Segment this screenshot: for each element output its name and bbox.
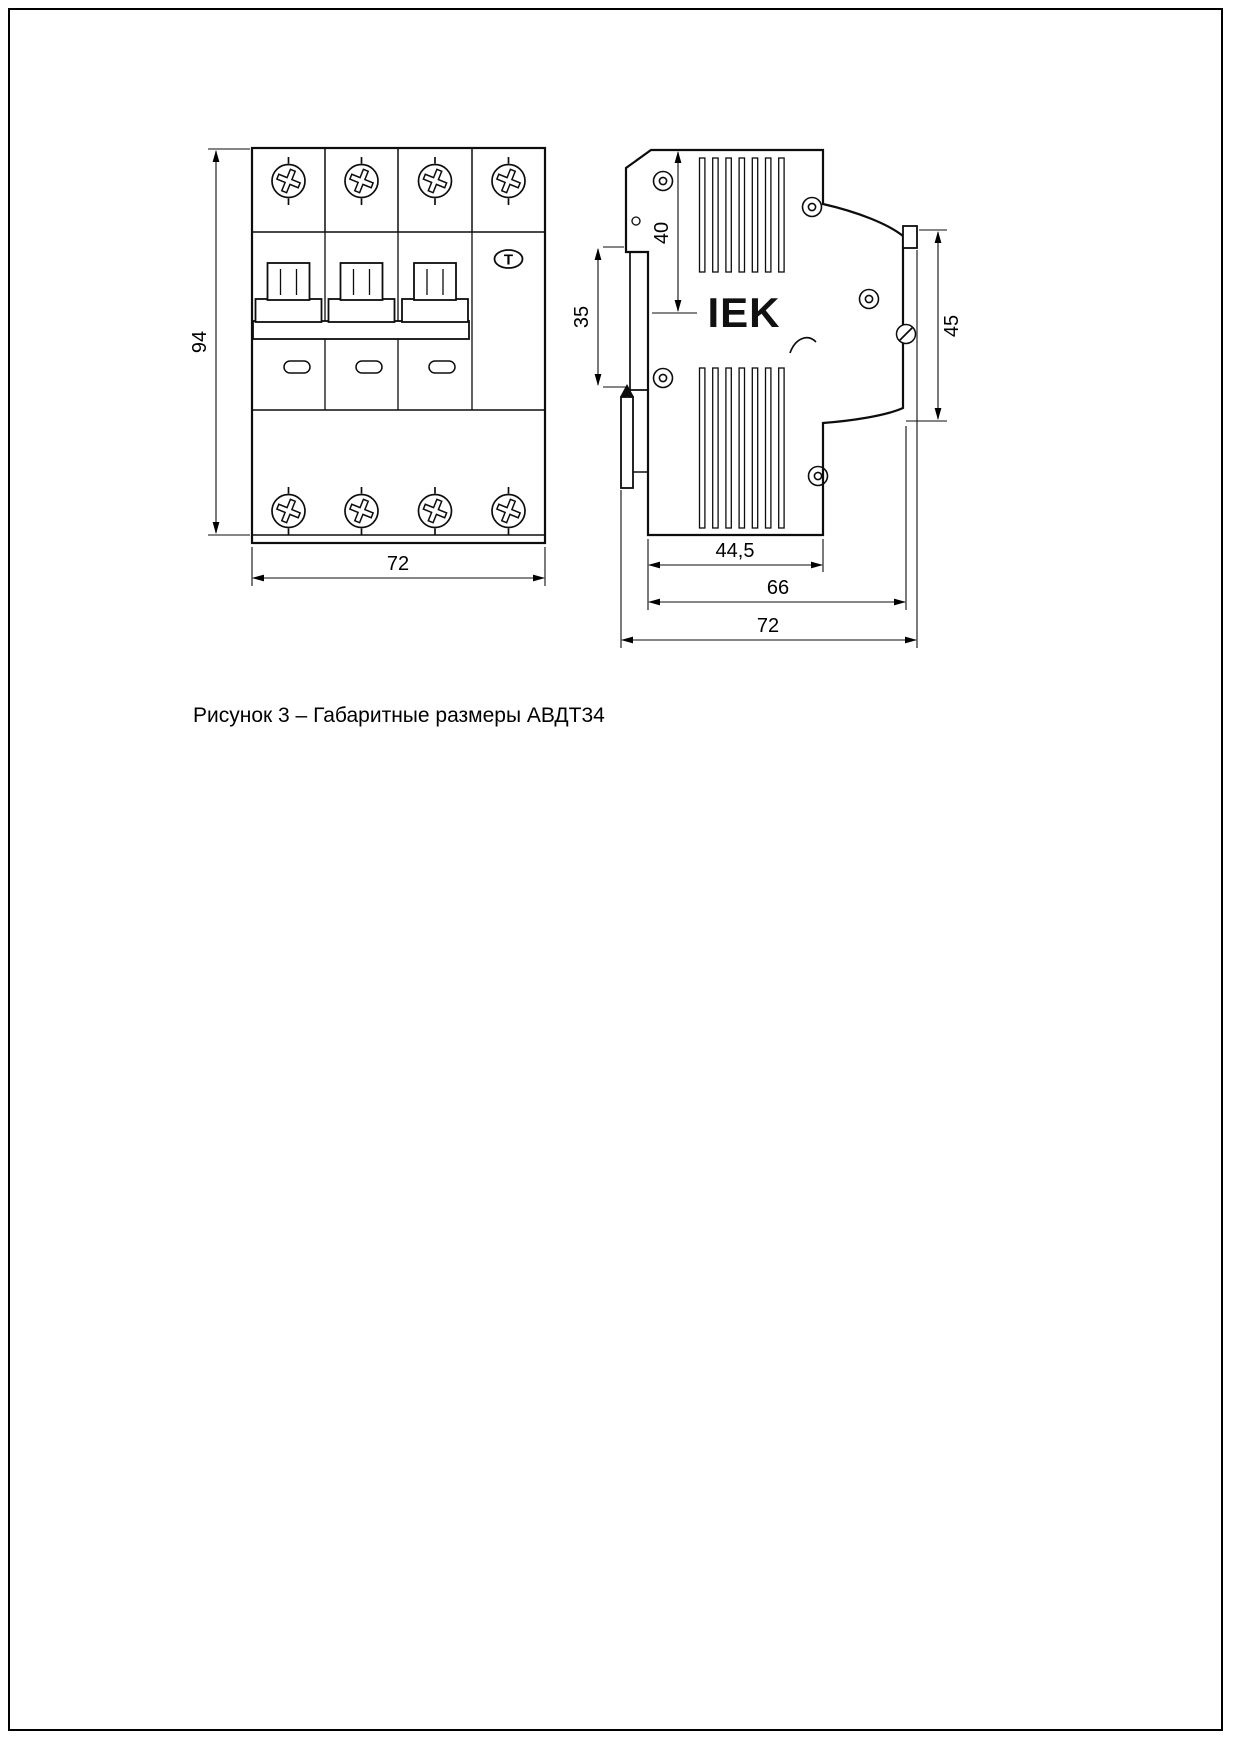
toggle-handles: [254, 262, 469, 323]
dim-front-height: 94: [189, 148, 250, 536]
dimensions: 94 72 40 35 45 44: [189, 148, 963, 648]
din-latch-screw: [895, 323, 917, 345]
dim-side-40: 40: [651, 151, 697, 314]
handle-tie-bar: [252, 320, 470, 340]
page-border: [8, 8, 1223, 1731]
dim-label-72-side: 72: [757, 615, 779, 637]
din-lug: [902, 225, 918, 249]
figure-caption: Рисунок 3 – Габаритные размеры АВДТ34: [193, 704, 605, 727]
dim-side-45: 45: [906, 229, 963, 422]
dim-front-width: 72: [251, 547, 546, 586]
side-front-panel-lines: [629, 252, 648, 391]
dim-side-72: 72: [620, 250, 918, 648]
dim-side-66: 66: [648, 426, 907, 610]
test-button-label: T: [504, 252, 513, 269]
vent-slots-bottom: [698, 367, 785, 529]
dim-label-35: 35: [571, 306, 593, 328]
dim-label-45: 45: [941, 315, 963, 337]
dim-label-66: 66: [767, 577, 789, 599]
side-body-outline: [624, 148, 905, 537]
dim-label-44-5: 44,5: [716, 540, 755, 562]
indicator-windows: [283, 360, 456, 374]
dim-side-44-5: 44,5: [647, 539, 824, 610]
dim-label-94: 94: [189, 331, 211, 353]
lever-arc: [789, 336, 817, 354]
front-horizontal-lines: [252, 231, 545, 536]
dim-label-72-front: 72: [387, 553, 409, 575]
test-button: T: [493, 249, 524, 269]
din-rail-clip: [620, 384, 648, 489]
side-view: IEK: [620, 148, 918, 537]
dim-side-35: 35: [571, 246, 628, 388]
pivot-hole: [631, 216, 641, 226]
brand-logo: IEK: [707, 289, 780, 336]
front-view: T: [250, 146, 547, 545]
vent-slots-top: [698, 157, 785, 273]
dim-label-40: 40: [651, 222, 673, 244]
